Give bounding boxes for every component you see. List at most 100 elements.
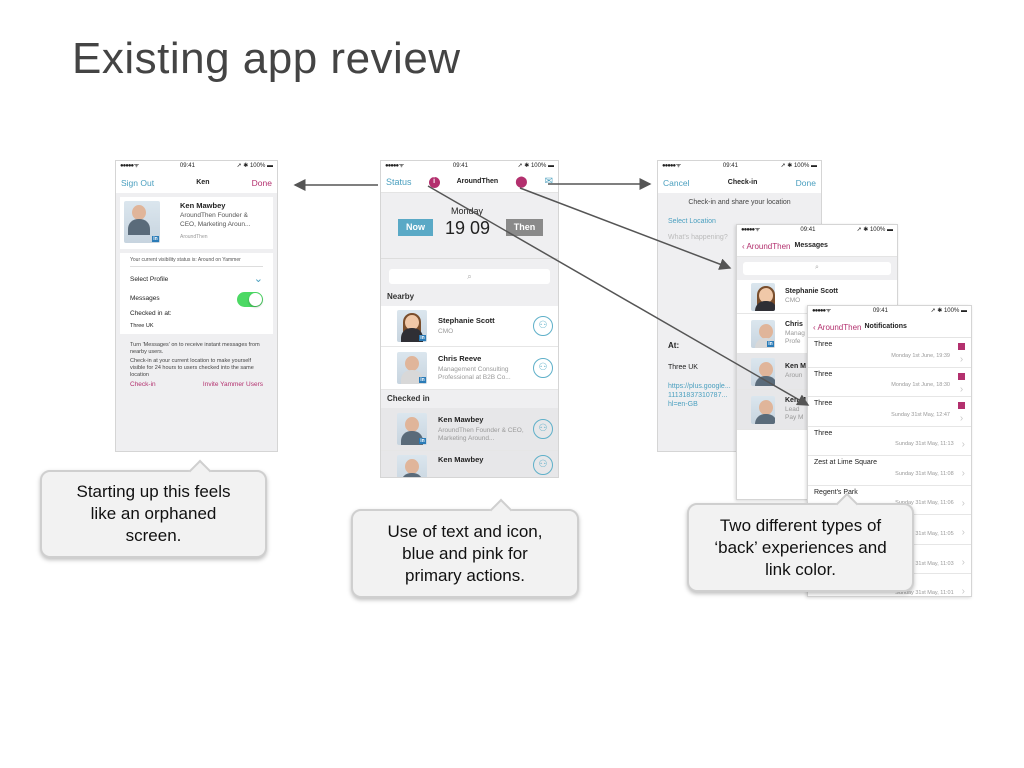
- avatar: [751, 357, 775, 386]
- chevron-right-icon: ›: [961, 527, 965, 538]
- chevron-right-icon: ›: [959, 354, 964, 365]
- list-item[interactable]: in Chris Reeve Management Consulting Pro…: [381, 347, 558, 390]
- profile-body: in Ken Mawbey AroundThen Founder & CEO, …: [116, 193, 277, 451]
- nav-title: AroundThen: [456, 178, 499, 186]
- search-icon: ⌕: [467, 271, 472, 281]
- status-button[interactable]: Status: [386, 176, 412, 187]
- location-pin-icon[interactable]: ⬤: [515, 175, 528, 188]
- main-navbar: Status i AroundThen ⬤ ✉: [381, 173, 558, 193]
- notification-date: Sunday 31st May, 12:47: [891, 411, 950, 418]
- chevron-down-icon[interactable]: ⌄: [253, 273, 263, 286]
- profile-card: in Ken Mawbey AroundThen Founder & CEO, …: [120, 197, 273, 249]
- select-profile-label[interactable]: Select Profile: [130, 276, 169, 284]
- unread-flag-icon: [958, 372, 965, 380]
- back-button[interactable]: ‹ AroundThen: [742, 241, 791, 251]
- battery-indicator: ➚ ✱ 100% ▬: [856, 227, 893, 234]
- list-item[interactable]: in Stephanie Scott CMO ⚇: [381, 306, 558, 347]
- notification-date: Sunday 31st May, 11:05: [895, 531, 954, 537]
- nav-title: Notifications: [864, 323, 907, 331]
- person-name: Stephanie Scott: [438, 315, 495, 325]
- notification-date: Sunday 31st May, 11:08: [895, 470, 954, 477]
- checked-in-header: Checked in: [381, 390, 558, 408]
- chevron-right-icon: ›: [961, 556, 965, 568]
- sign-out-button[interactable]: Sign Out: [121, 177, 155, 188]
- done-button[interactable]: Done: [251, 177, 272, 188]
- add-contact-icon[interactable]: ⚇: [533, 316, 553, 336]
- add-contact-icon[interactable]: ⚇: [533, 419, 553, 439]
- notification-date: Sunday 31st May, 11:13: [895, 441, 954, 448]
- status-time: 09:41: [179, 163, 195, 170]
- back-label: AroundThen: [746, 241, 791, 251]
- status-bar: ●●●●● ᯤ 09:41 ➚ ✱ 100% ▬: [808, 306, 971, 318]
- callout-middle: Use of text and icon, blue and pink for …: [351, 498, 579, 598]
- add-contact-icon[interactable]: ⚇: [533, 455, 553, 475]
- avatar: [397, 455, 427, 477]
- avatar: in: [751, 319, 775, 348]
- avatar: in: [397, 310, 427, 342]
- cancel-button[interactable]: Cancel: [663, 177, 690, 188]
- list-item[interactable]: Ken Mawbey ⚇: [381, 451, 558, 477]
- avatar: in: [397, 352, 427, 384]
- nav-title: Messages: [794, 242, 828, 250]
- search-bar-wrap: ⌕: [737, 257, 897, 280]
- chevron-right-icon: ›: [961, 438, 965, 450]
- status-time: 09:41: [872, 308, 888, 315]
- avatar: [751, 282, 775, 311]
- invite-yammer-link[interactable]: Invite Yammer Users: [202, 381, 263, 389]
- battery-level: 100%: [530, 163, 547, 170]
- notification-title: Three: [814, 429, 833, 437]
- chevron-right-icon: ›: [959, 383, 964, 395]
- check-in-link[interactable]: Check-in: [130, 381, 156, 389]
- add-contact-icon[interactable]: ⚇: [533, 358, 553, 378]
- help-text: Turn 'Messages' on to receive instant me…: [120, 334, 273, 378]
- notification-title: Zest at Lime Square: [814, 459, 878, 466]
- battery-level: 100%: [943, 308, 960, 315]
- linkedin-icon: in: [767, 340, 774, 347]
- battery-level: 100%: [249, 163, 266, 170]
- location-url[interactable]: https://plus.google... 11131837310787...…: [668, 383, 731, 408]
- nav-title: Ken: [196, 178, 210, 186]
- status-time: 09:41: [722, 163, 738, 170]
- at-label: At:: [668, 341, 680, 350]
- unread-flag-icon: [958, 343, 965, 350]
- battery-indicator: ➚ ✱ 100% ▬: [236, 163, 273, 170]
- messages-toggle[interactable]: [237, 292, 263, 307]
- checked-in-value: Three UK: [130, 323, 154, 330]
- chevron-right-icon: ›: [961, 497, 965, 509]
- search-input[interactable]: ⌕: [743, 262, 891, 275]
- now-button[interactable]: Now: [398, 219, 433, 236]
- person-name: Ken Mawbey: [438, 415, 484, 425]
- person-subtitle: Manag Profe: [785, 329, 805, 345]
- back-button[interactable]: ‹ AroundThen: [813, 322, 862, 332]
- status-time: 09:41: [800, 227, 816, 234]
- notification-date: Monday 1st June, 19:39: [891, 352, 950, 359]
- linkedin-icon: in: [152, 236, 159, 242]
- list-item[interactable]: in Ken Mawbey AroundThen Founder & CEO, …: [381, 408, 558, 451]
- status-bar: ●●●●● ᯤ 09:41 ➚ ✱ 100% ▬: [381, 161, 558, 173]
- callout-left: Starting up this feels like an orphaned …: [40, 459, 267, 558]
- done-button[interactable]: Done: [795, 177, 816, 188]
- time-value: 19 09: [445, 218, 491, 238]
- checkin-navbar: Cancel Check-in Done: [658, 173, 821, 193]
- then-button[interactable]: Then: [506, 219, 543, 236]
- signal-indicator: ●●●●● ᯤ: [812, 308, 831, 315]
- messages-help: Turn 'Messages' on to receive instant me…: [130, 342, 260, 355]
- checkin-prompt: Check-in and share your location: [688, 199, 791, 206]
- search-input[interactable]: ⌕: [389, 269, 550, 284]
- notification-title: Regent's Park: [814, 488, 858, 496]
- chevron-right-icon: ›: [961, 468, 965, 479]
- settings-card: Your current visibility status is: Aroun…: [120, 253, 273, 334]
- checkin-help: Check-in at your current location to mak…: [130, 357, 254, 378]
- messages-label: Messages: [130, 295, 160, 303]
- callout-left-text: Starting up this feels like an orphaned …: [76, 482, 231, 545]
- info-icon[interactable]: i: [428, 177, 440, 188]
- mail-icon[interactable]: ✉: [544, 176, 553, 188]
- avatar: in: [397, 413, 427, 445]
- battery-level: 100%: [793, 163, 810, 170]
